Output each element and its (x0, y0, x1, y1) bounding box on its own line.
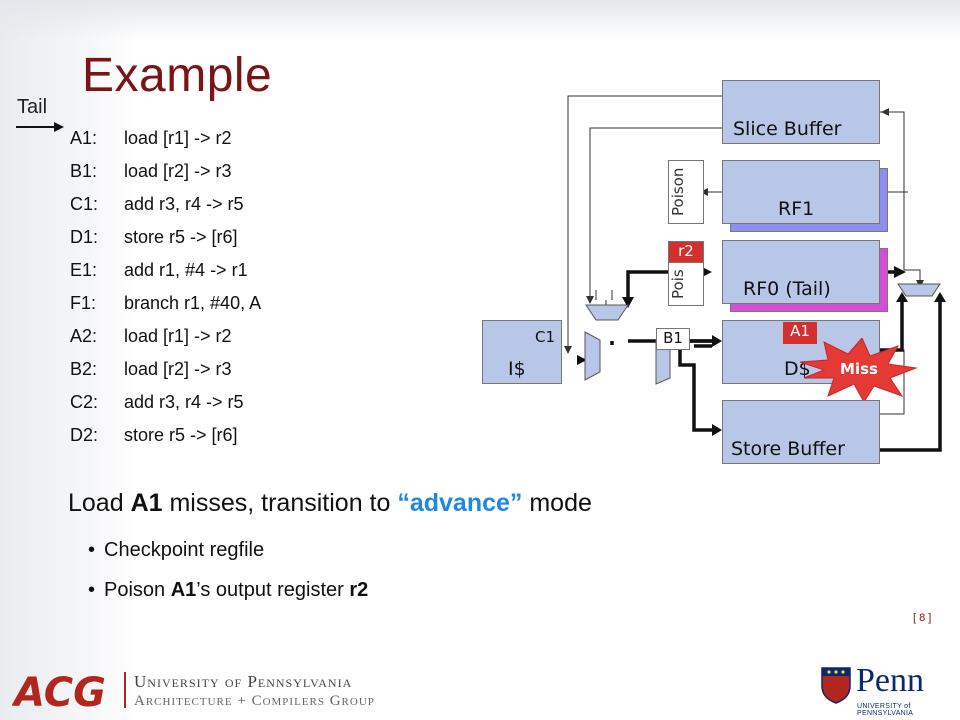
rf0-poison-bits: Pois (668, 262, 704, 306)
code-line-label: A1: (70, 128, 98, 148)
icache-label: I$ (508, 358, 526, 380)
code-line-label: C1: (70, 194, 99, 214)
mux-right-icon (897, 283, 941, 297)
penn-wordmark: Penn (856, 662, 924, 699)
rf1-label: RF1 (778, 198, 815, 220)
code-line-instruction: store r5 -> [r6] (124, 425, 238, 445)
code-line-label: C2: (70, 392, 99, 412)
bullet-checkpoint: Checkpoint regfile (88, 539, 264, 562)
code-line-label: D2: (70, 425, 99, 445)
code-line-label: E1: (70, 260, 98, 280)
svg-text:ACG: ACG (12, 670, 106, 712)
tail-label: Tail (17, 96, 48, 118)
code-line-instruction: add r3, r4 -> r5 (124, 392, 244, 412)
bullet-poison-r2: r2 (349, 579, 369, 601)
code-line-instruction: load [r1] -> r2 (124, 128, 232, 148)
c1-tag: C1 (534, 328, 556, 346)
rf0-label: RF0 (Tail) (743, 278, 831, 300)
top-gradient-band (0, 0, 960, 40)
footer: ACG University of Pennsylvania Architect… (0, 660, 960, 720)
icache-box (482, 320, 562, 384)
rf1-poison-bits: Poison (668, 160, 704, 224)
code-line-instruction: store r5 -> [r6] (124, 227, 238, 247)
code-line-label: D1: (70, 227, 99, 247)
code-line-label: F1: (70, 293, 97, 313)
caption-bold: A1 (130, 489, 163, 517)
caption-mid: misses, transition to (162, 489, 398, 517)
bullet-poison-mid: ’s output register (196, 579, 350, 601)
caption: Load A1 misses, transition to “advance” … (68, 489, 592, 518)
slice-buffer-box (722, 80, 880, 144)
mux-icache-icon (584, 331, 601, 381)
bullet-poison-a1: A1 (170, 579, 197, 601)
rf0-box (722, 240, 880, 304)
store-buffer-box (722, 400, 880, 464)
slide-title: Example (82, 49, 273, 102)
code-line-label: A2: (70, 326, 98, 346)
caption-pre: Load (68, 489, 131, 517)
penn-shield-icon (821, 667, 851, 704)
code-line-label: B1: (70, 161, 98, 181)
page-number: [ 8 ] (913, 612, 932, 624)
code-line-instruction: add r1, #4 -> r1 (124, 260, 248, 280)
code-line-label: B2: (70, 359, 98, 379)
a1-tag: A1 (783, 322, 817, 344)
code-line-instruction: load [r1] -> r2 (124, 326, 232, 346)
r2-poison-tag: r2 (668, 241, 704, 263)
store-buffer-label: Store Buffer (731, 438, 845, 460)
acg-logo-icon: ACG (12, 670, 106, 712)
caption-post: mode (522, 489, 592, 517)
code-line-instruction: load [r2] -> r3 (124, 161, 232, 181)
rf1-box (722, 160, 880, 224)
bullet-poison: Poison A1’s output register r2 (88, 579, 369, 602)
code-line-instruction: load [r2] -> r3 (124, 359, 232, 379)
footer-university: University of Pennsylvania (134, 672, 353, 691)
caption-advance: “advance” (397, 489, 523, 517)
b1-tag: B1 (656, 328, 690, 350)
code-line-instruction: branch r1, #40, A (124, 293, 262, 313)
miss-label: Miss (840, 360, 878, 378)
code-line-instruction: add r3, r4 -> r5 (124, 194, 244, 214)
footer-divider (124, 672, 126, 708)
tail-arrow-icon (16, 122, 64, 132)
miss-burst-icon (799, 338, 918, 402)
bullet-poison-pre: Poison (104, 579, 171, 601)
mux-top-icon (585, 304, 629, 321)
slice-buffer-label: Slice Buffer (733, 118, 842, 140)
penn-subtitle: UNIVERSITY of PENNSYLVANIA (857, 703, 914, 717)
footer-group: Architecture + Compilers Group (134, 693, 375, 709)
